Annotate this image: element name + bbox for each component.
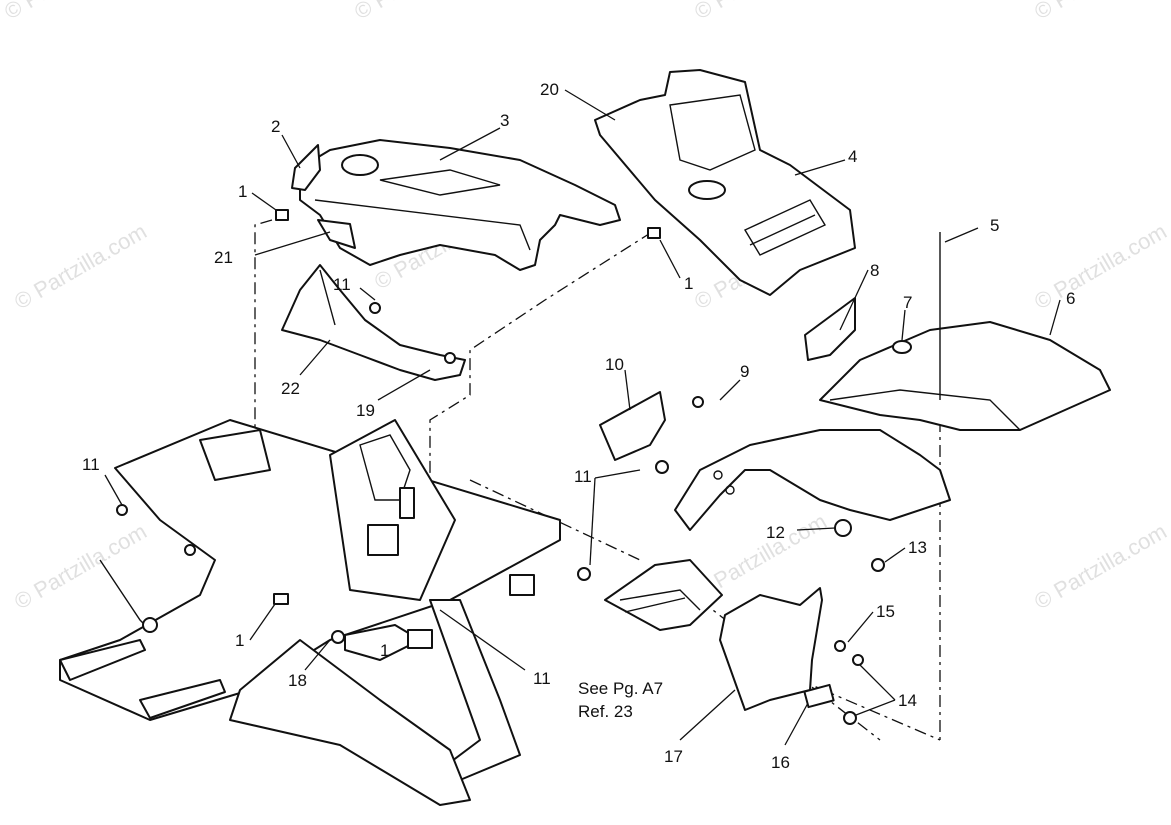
screws-part-11 [116,302,669,581]
callout-17: 17 [664,747,683,766]
callout-4: 4 [848,147,857,166]
watermark-8: © Partzilla.com [1030,219,1171,315]
callout-16: 16 [771,753,790,772]
watermark-5: © Partzilla.com [10,219,151,315]
callout-11-right: 11 [574,467,592,486]
grommet-part-7 [892,340,912,354]
callout-12: 12 [766,523,785,542]
watermark-1: © Partzilla.com [0,0,141,24]
plate-part-16 [803,683,835,709]
watermark-12: © Partzilla.com [1030,519,1171,615]
callout-labels: 1 2 3 21 20 4 1 5 6 7 8 9 10 11 22 19 11… [82,80,1075,772]
reference-note-line-2: Ref. 23 [578,702,633,721]
screw-part-9 [692,396,704,408]
callout-1-upper-left: 1 [238,182,247,201]
callout-19: 19 [356,401,375,420]
callout-3: 3 [500,111,509,130]
washer-part-12 [834,519,852,537]
leader-lines [104,89,1061,746]
callout-5: 5 [990,216,999,235]
frame-assembly [59,419,561,806]
reference-note: See Pg. A7 Ref. 23 [578,679,663,721]
callout-21: 21 [214,248,233,267]
callout-15: 15 [876,602,895,621]
callout-7: 7 [903,293,912,312]
callout-1-frame: 1 [380,641,389,660]
reflector-part-2 [291,144,321,191]
watermark-9: © Partzilla.com [10,519,151,615]
callout-11-upper: 11 [333,275,351,294]
callout-22: 22 [281,379,300,398]
lower-fairing-part-22 [281,264,466,381]
callout-9: 9 [740,362,749,381]
watermark-3: © Partzilla.com [690,0,831,24]
watermark-4: © Partzilla.com [1030,0,1171,24]
storage-box-part-20 [594,69,856,296]
bolt-part-18 [331,630,345,644]
clip-part-1-right [647,227,661,239]
callout-11-bottom: 11 [533,669,551,688]
bracket-ref-23 [604,559,723,631]
callout-2: 2 [271,117,280,136]
nuts-part-14-15 [834,640,864,725]
callout-20: 20 [540,80,559,99]
reference-note-line-1: See Pg. A7 [578,679,663,698]
callout-1-right: 1 [684,274,693,293]
callout-6: 6 [1066,289,1075,308]
front-fender [674,429,951,531]
watermark-2: © Partzilla.com [350,0,491,24]
callout-8: 8 [870,261,879,280]
clip-part-1-left [275,209,289,221]
callout-14: 14 [898,691,917,710]
callout-13: 13 [908,538,927,557]
front-cab-part-3 [299,139,621,271]
rear-fender-part-6 [819,321,1111,431]
callout-18: 18 [288,671,307,690]
callout-11-left: 11 [82,455,100,474]
callout-1-bottom: 1 [235,631,244,650]
flap-part-8 [804,297,856,361]
flap-part-10 [599,391,666,461]
callout-10: 10 [605,355,624,374]
bolt-part-13 [871,558,885,572]
plate-bracket-part-17 [719,587,823,711]
